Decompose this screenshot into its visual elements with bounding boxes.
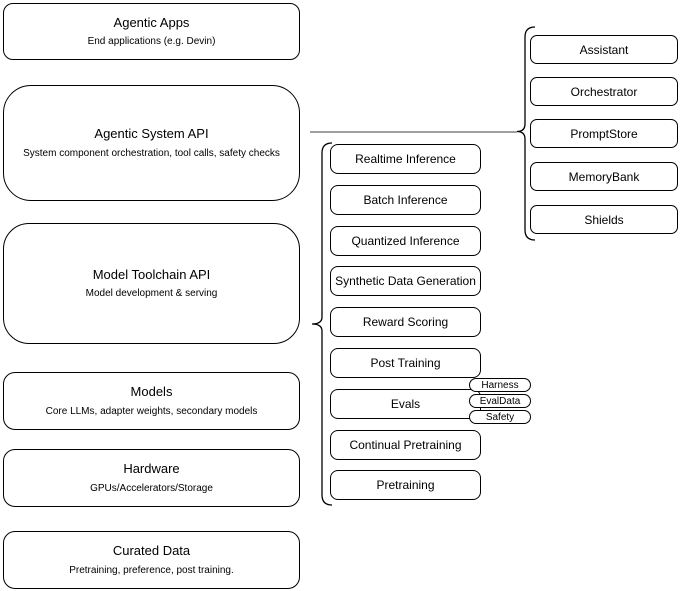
tag-safety: Safety xyxy=(469,410,531,424)
node-realtime-inference: Realtime Inference xyxy=(330,144,481,174)
node-subtitle: Pretraining, preference, post training. xyxy=(69,564,234,576)
node-title: Curated Data xyxy=(112,543,191,559)
node-models: Models Core LLMs, adapter weights, secon… xyxy=(3,372,300,430)
node-title: Model Toolchain API xyxy=(92,266,211,282)
node-agentic-apps: Agentic Apps End applications (e.g. Devi… xyxy=(3,3,300,60)
node-reward-scoring: Reward Scoring xyxy=(330,307,481,337)
tag-harness: Harness xyxy=(469,378,531,392)
node-quantized-inference: Quantized Inference xyxy=(330,226,481,256)
node-synthetic-data-generation: Synthetic Data Generation xyxy=(330,266,481,296)
node-evals: Evals xyxy=(330,389,481,419)
node-post-training: Post Training xyxy=(330,348,481,378)
node-title: Agentic System API xyxy=(94,126,209,142)
node-subtitle: End applications (e.g. Devin) xyxy=(87,36,216,48)
node-subtitle: System component orchestration, tool cal… xyxy=(23,147,280,159)
node-title: Hardware xyxy=(123,461,180,477)
node-hardware: Hardware GPUs/Accelerators/Storage xyxy=(3,449,300,507)
brace-system-components xyxy=(516,26,536,241)
node-curated-data: Curated Data Pretraining, preference, po… xyxy=(3,531,300,589)
node-promptstore: PromptStore xyxy=(530,119,678,148)
node-orchestrator: Orchestrator xyxy=(530,77,678,106)
node-agentic-system-api: Agentic System API System component orch… xyxy=(3,85,300,201)
node-pretraining: Pretraining xyxy=(330,470,481,500)
node-subtitle: GPUs/Accelerators/Storage xyxy=(90,482,213,494)
node-title: Agentic Apps xyxy=(113,14,190,30)
node-shields: Shields xyxy=(530,205,678,234)
node-title: Models xyxy=(130,384,173,400)
node-subtitle: Model development & serving xyxy=(85,288,218,300)
node-continual-pretraining: Continual Pretraining xyxy=(330,430,481,460)
node-assistant: Assistant xyxy=(530,35,678,64)
brace-toolchain xyxy=(311,142,333,506)
node-model-toolchain-api: Model Toolchain API Model development & … xyxy=(3,223,300,344)
node-subtitle: Core LLMs, adapter weights, secondary mo… xyxy=(45,405,258,417)
node-batch-inference: Batch Inference xyxy=(330,185,481,215)
tag-evaldata: EvalData xyxy=(469,394,531,408)
node-memorybank: MemoryBank xyxy=(530,162,678,191)
